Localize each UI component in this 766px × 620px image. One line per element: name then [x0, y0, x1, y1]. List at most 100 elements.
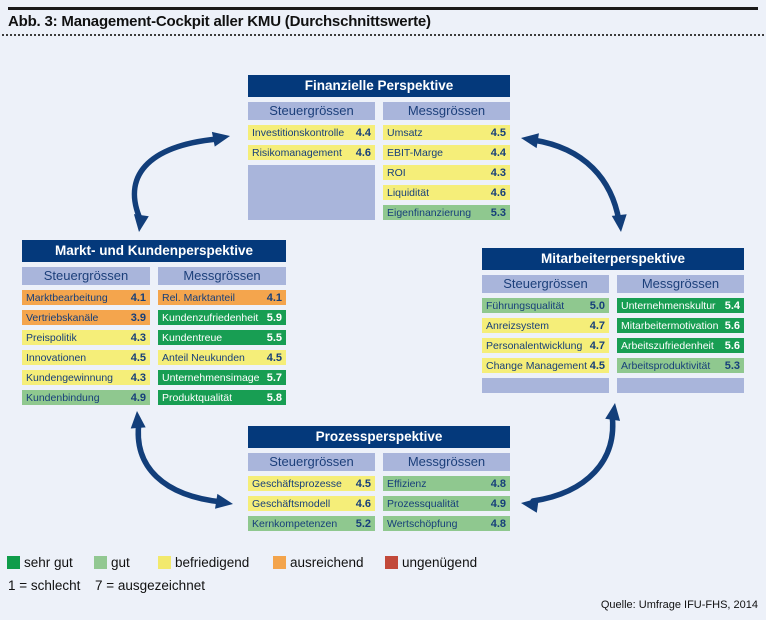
metric-label: Kundenzufriedenheit	[162, 311, 259, 324]
scale-note-min: 1 = schlecht	[8, 578, 81, 593]
column-header: Steuergrössen	[248, 453, 375, 471]
legend-item-ausreichend: ausreichend	[273, 555, 364, 570]
metric-label: Produktqualität	[162, 391, 233, 404]
metric-row: Umsatz 4.5	[383, 125, 510, 140]
metric-value: 4.1	[266, 291, 282, 304]
metric-label: ROI	[387, 166, 406, 179]
metric-value: 4.3	[130, 371, 146, 384]
metric-label: Mitarbeitermotivation	[621, 319, 719, 332]
metric-value: 5.8	[266, 391, 282, 404]
metric-value: 5.0	[589, 299, 605, 312]
metric-value: 4.3	[130, 331, 146, 344]
metric-value: 4.5	[490, 126, 506, 139]
metric-label: Innovationen	[26, 351, 87, 364]
metric-label: Umsatz	[387, 126, 423, 139]
metric-row: Kundenzufriedenheit 5.9	[158, 310, 286, 325]
metric-value: 4.9	[490, 497, 506, 510]
empty-cell	[482, 378, 609, 393]
arrowhead-icon	[215, 493, 233, 509]
perspective-title: Prozessperspektive	[248, 426, 510, 448]
empty-cell	[248, 165, 375, 220]
metric-label: Kernkompetenzen	[252, 517, 338, 530]
legend-label: sehr gut	[24, 555, 73, 570]
perspective-box-mitarbeiter: Mitarbeiterperspektive Steuergrössen Füh…	[482, 248, 744, 393]
metric-label: Prozessqualität	[387, 497, 459, 510]
metric-value: 5.5	[266, 331, 282, 344]
metric-row: Investitionskontrolle 4.4	[248, 125, 375, 140]
legend-swatch-befriedigend-icon	[158, 556, 171, 569]
metric-label: Change Management	[486, 359, 587, 372]
metric-row: ROI 4.3	[383, 165, 510, 180]
legend-item-ungenuegend: ungenügend	[385, 555, 477, 570]
metric-label: Risikomanagement	[252, 146, 342, 159]
column-header: Steuergrössen	[248, 102, 375, 120]
metric-value: 4.3	[490, 166, 506, 179]
column-header: Messgrössen	[617, 275, 744, 293]
metric-label: Unternehmensimage	[162, 371, 260, 384]
perspective-title: Mitarbeiterperspektive	[482, 248, 744, 270]
metric-label: Arbeitszufriedenheit	[621, 339, 714, 352]
arrowhead-icon	[521, 133, 539, 149]
metric-label: Effizienz	[387, 477, 427, 490]
steuergroessen-column: Steuergrössen Investitionskontrolle 4.4 R…	[248, 102, 375, 220]
metric-label: Führungsqualität	[486, 299, 565, 312]
arrowhead-icon	[130, 411, 146, 429]
column-header: Messgrössen	[158, 267, 286, 285]
legend-label: ungenügend	[402, 555, 478, 570]
scale-note-max: 7 = ausgezeichnet	[95, 578, 205, 593]
dotted-separator	[2, 34, 764, 36]
metric-label: Kundenbindung	[26, 391, 100, 404]
perspective-box-markt-kunden: Markt- und Kundenperspektive Steuergröss…	[22, 240, 286, 405]
metric-label: Rel. Marktanteil	[162, 291, 235, 304]
metric-label: Investitionskontrolle	[252, 126, 345, 139]
metric-label: Geschäftsmodell	[252, 497, 331, 510]
metric-value: 4.5	[130, 351, 146, 364]
metric-value: 4.4	[355, 126, 371, 139]
metric-value: 5.3	[724, 359, 740, 372]
metric-value: 3.9	[130, 311, 146, 324]
metric-label: EBIT-Marge	[387, 146, 444, 159]
metric-value: 5.9	[266, 311, 282, 324]
metric-row: Innovationen 4.5	[22, 350, 150, 365]
metric-value: 4.1	[130, 291, 146, 304]
legend-label: gut	[111, 555, 130, 570]
perspective-title: Finanzielle Perspektive	[248, 75, 510, 97]
metric-value: 4.5	[266, 351, 282, 364]
legend-label: ausreichend	[290, 555, 364, 570]
column-header: Steuergrössen	[22, 267, 150, 285]
metric-row: Rel. Marktanteil 4.1	[158, 290, 286, 305]
arrowhead-icon	[605, 403, 621, 421]
column-header: Messgrössen	[383, 102, 510, 120]
figure-title: Abb. 3: Management-Cockpit aller KMU (Du…	[8, 13, 431, 30]
metric-value: 4.5	[355, 477, 371, 490]
metric-label: Liquidität	[387, 186, 430, 199]
source-note: Quelle: Umfrage IFU-FHS, 2014	[600, 599, 758, 611]
arrowhead-icon	[133, 214, 149, 232]
arrowhead-icon	[521, 497, 539, 513]
arrow-prozess-mitarbeiter	[530, 411, 616, 504]
legend-item-befriedigend: befriedigend	[158, 555, 249, 570]
metric-value: 4.5	[589, 359, 605, 372]
column-header: Messgrössen	[383, 453, 510, 471]
